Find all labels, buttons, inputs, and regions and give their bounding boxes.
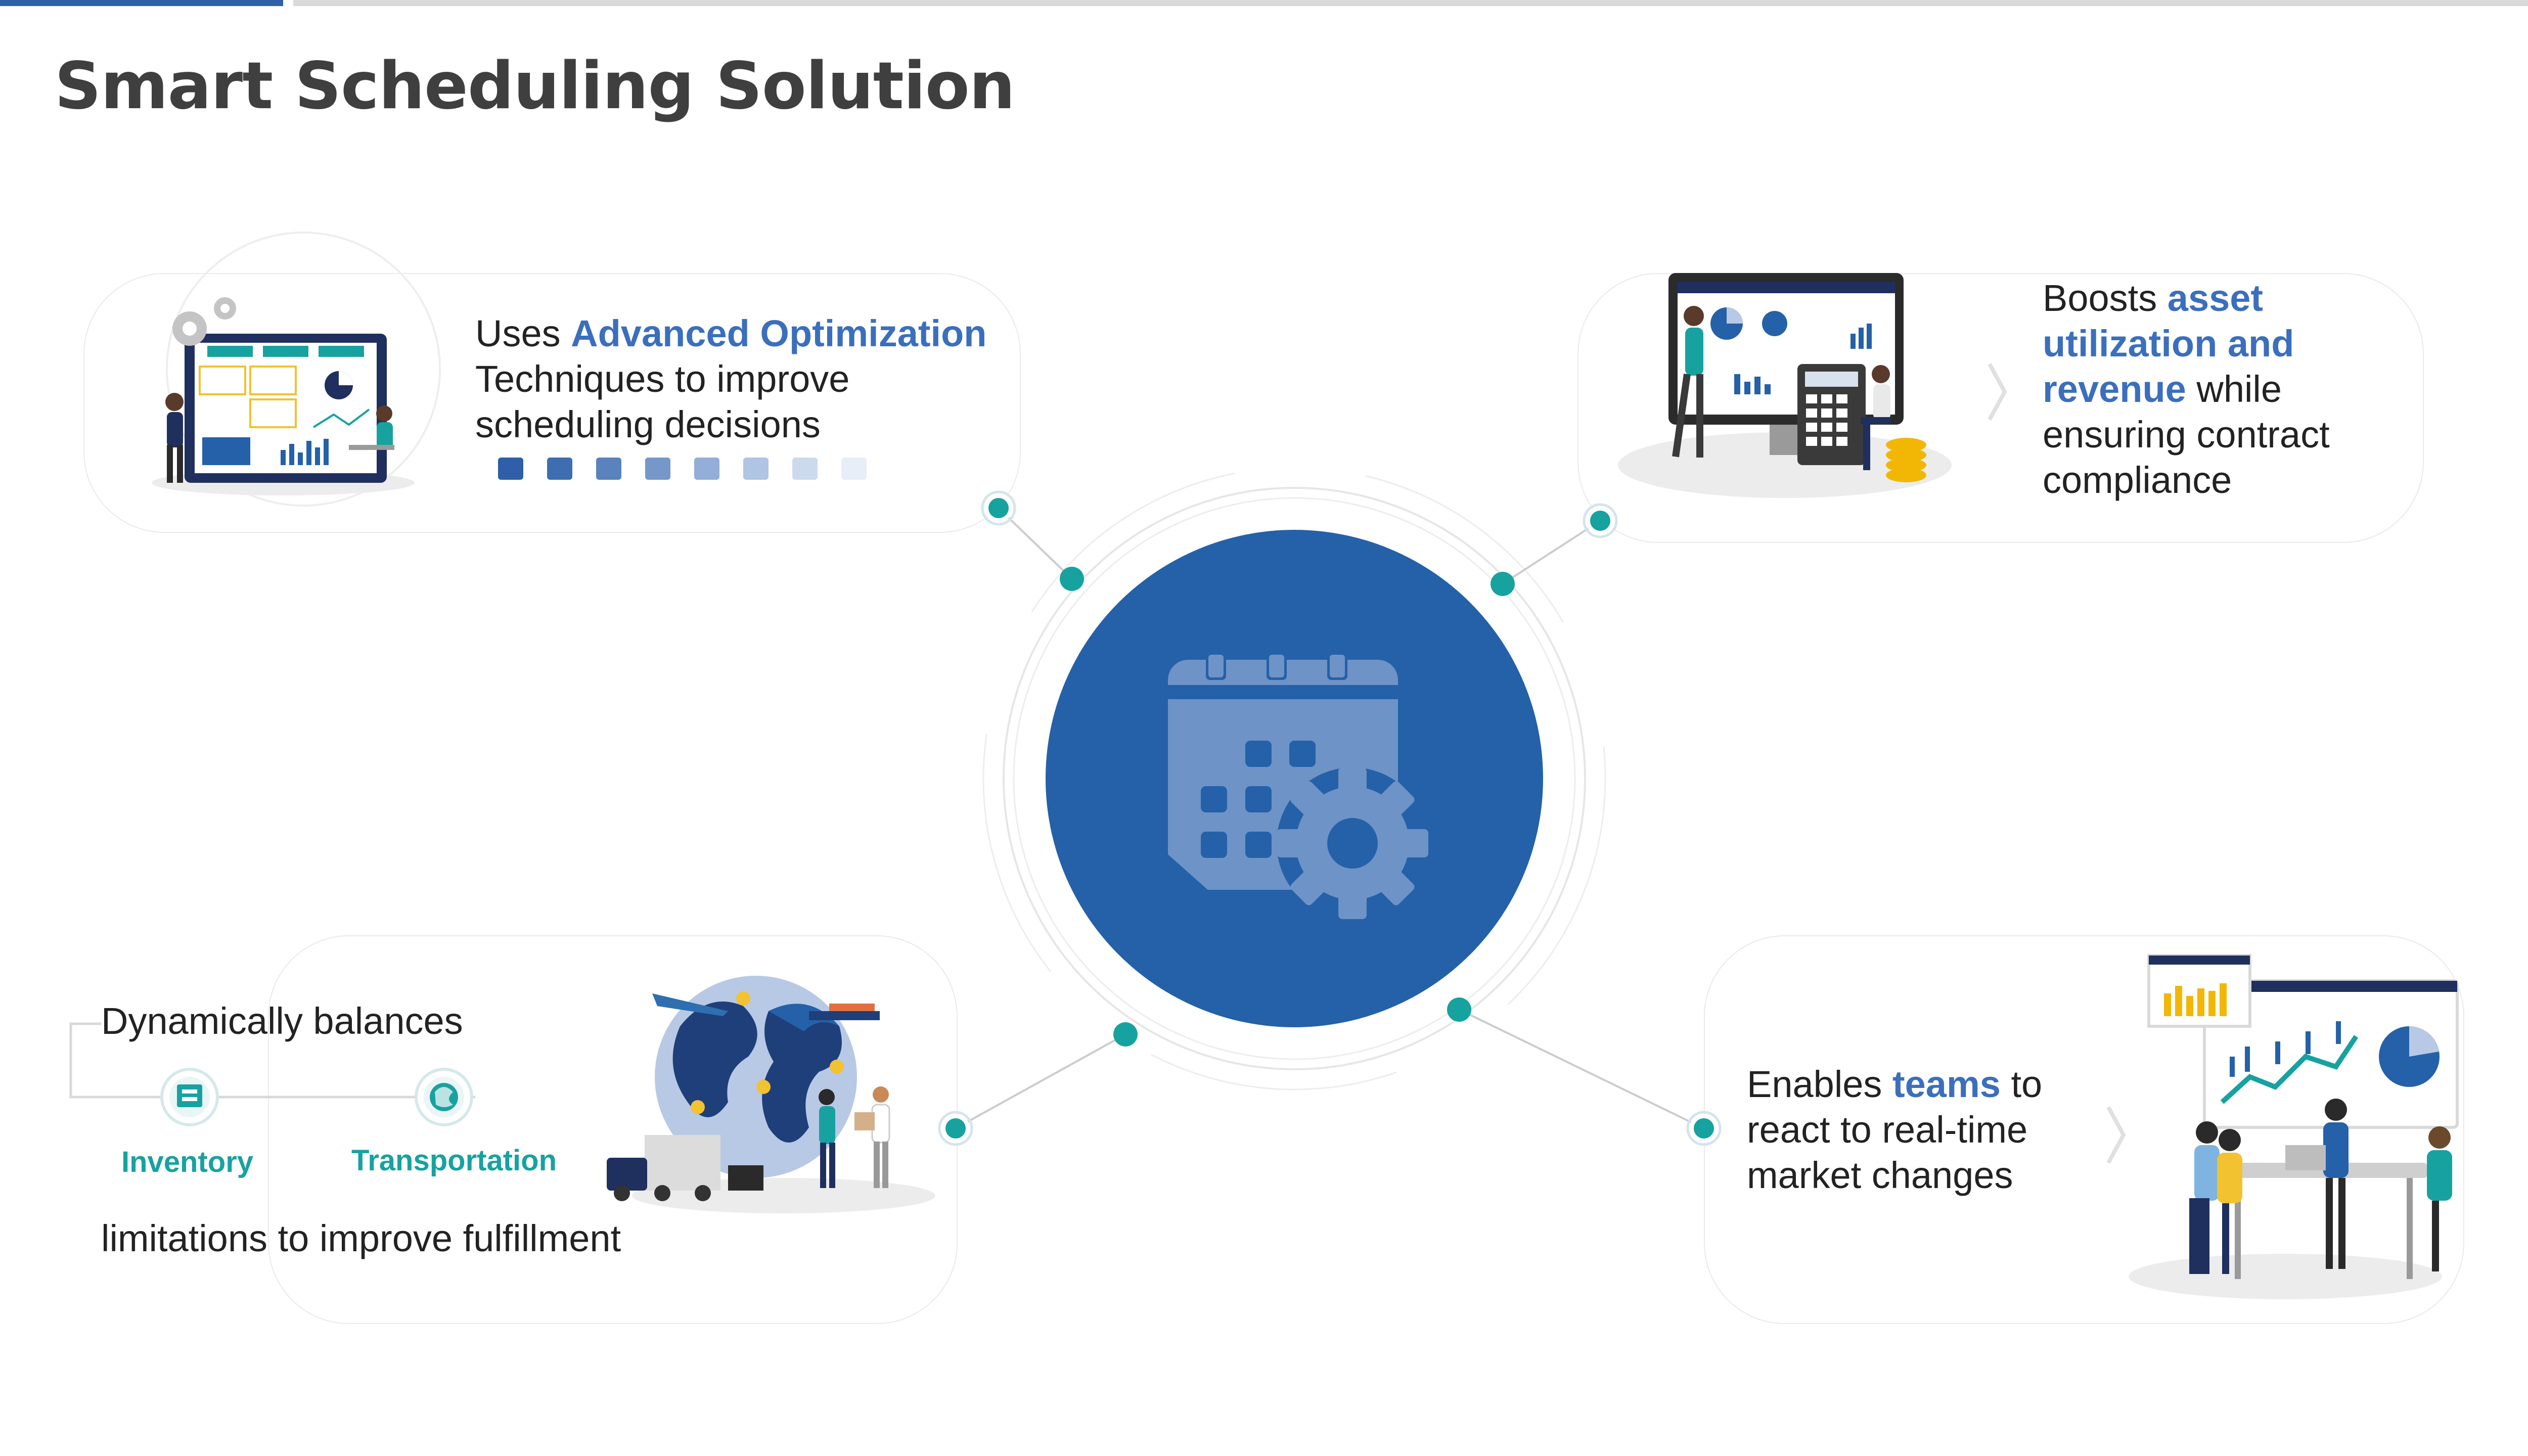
connector-dot — [1491, 572, 1515, 596]
text-balances-top: Dynamically balances — [101, 1000, 463, 1042]
text-balances-bottom: limitations to improve fulfillment — [101, 1217, 621, 1259]
calendar-strip-icons — [498, 458, 867, 480]
page-title: Smart Scheduling Solution — [55, 49, 1015, 124]
text-asset-utilization: Boosts asset utilization and revenue whi… — [2043, 277, 2330, 501]
asset-illustration — [1618, 273, 1952, 498]
label-transportation: Transportation — [351, 1144, 557, 1177]
card-balances — [268, 935, 958, 1324]
top-divider-bar — [293, 0, 2528, 6]
text-optimization: Uses Advanced Optimization Techniques to… — [475, 312, 987, 445]
connector-dot — [1060, 567, 1084, 591]
teams-illustration — [2129, 954, 2459, 1299]
connector-dot — [1113, 1022, 1138, 1046]
connector-dot — [1447, 997, 1471, 1022]
text-teams: Enables teams to react to real-time mark… — [1747, 1063, 2043, 1196]
optimization-illustration — [152, 232, 441, 507]
inventory-icon — [160, 1068, 219, 1126]
logistics-illustration — [607, 976, 935, 1213]
transportation-icon — [415, 1068, 473, 1126]
top-accent-bar — [0, 0, 283, 6]
label-inventory: Inventory — [121, 1146, 254, 1178]
